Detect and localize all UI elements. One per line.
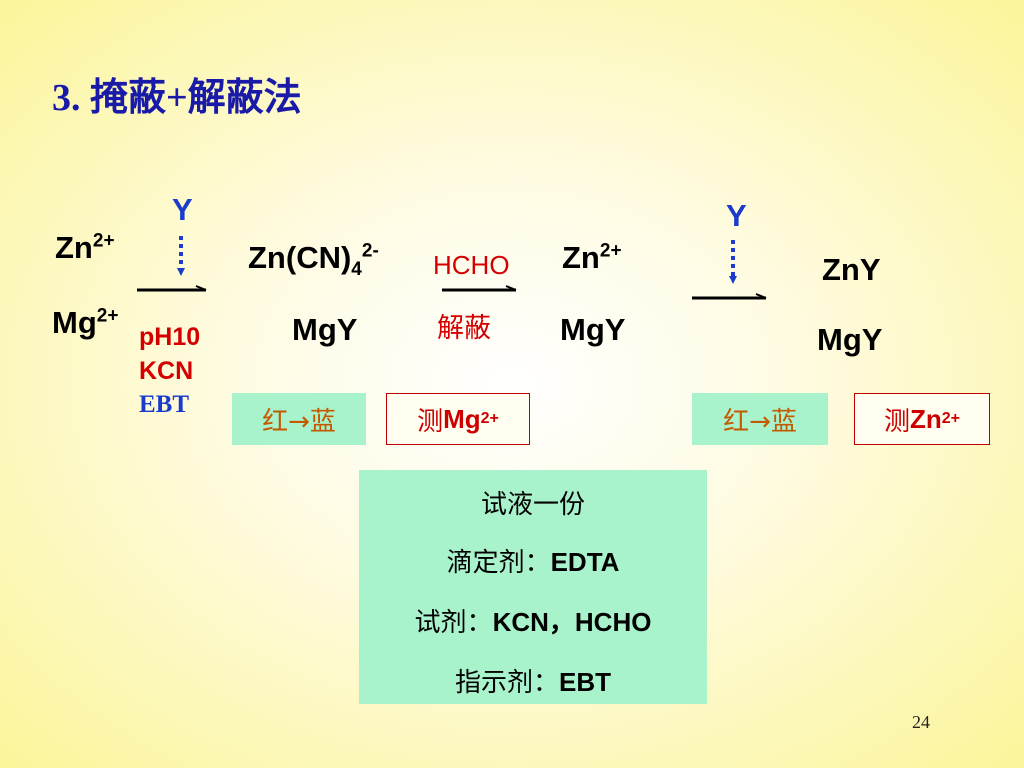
- color-change-box-2: 红→蓝: [692, 393, 828, 445]
- arrow-3: [692, 293, 767, 300]
- arrow-1: [137, 285, 207, 292]
- summary-titrant: 滴定剂：EDTA: [446, 547, 620, 578]
- product-mgy-1: MgY: [292, 312, 358, 347]
- color-change-box-1: 红→蓝: [232, 393, 366, 445]
- ion-zn: Zn2+: [55, 230, 115, 265]
- summary-indicator: 指示剂：EBT: [454, 667, 611, 698]
- condition-ph: pH10: [139, 323, 201, 351]
- product-mgy-2: MgY: [560, 312, 626, 347]
- condition-kcn: KCN: [139, 357, 194, 385]
- ion-zn-freed: Zn2+: [562, 240, 622, 275]
- page-number: 24: [912, 712, 930, 732]
- titrant-y-2: Y: [726, 198, 747, 233]
- condition-indicator: EBT: [139, 391, 190, 418]
- demask-label: 解蔽: [437, 313, 491, 344]
- ion-mg: Mg2+: [52, 305, 119, 340]
- titrant-y-1: Y: [172, 192, 193, 227]
- product-mgy-3: MgY: [817, 322, 883, 357]
- complex-zn-cn: Zn(CN)42-: [248, 240, 379, 281]
- product-zny: ZnY: [822, 252, 881, 287]
- arrow-2: [442, 285, 517, 292]
- slide-title: 3. 掩蔽+解蔽法: [52, 77, 302, 119]
- summary-sample: 试液一份: [480, 490, 585, 520]
- summary-reagents: 试剂：KCN，HCHO: [414, 607, 652, 638]
- reagent-hcho: HCHO: [433, 250, 510, 280]
- summary-box: 试液一份 滴定剂：EDTA 试剂：KCN，HCHO 指示剂：EBT: [359, 470, 707, 704]
